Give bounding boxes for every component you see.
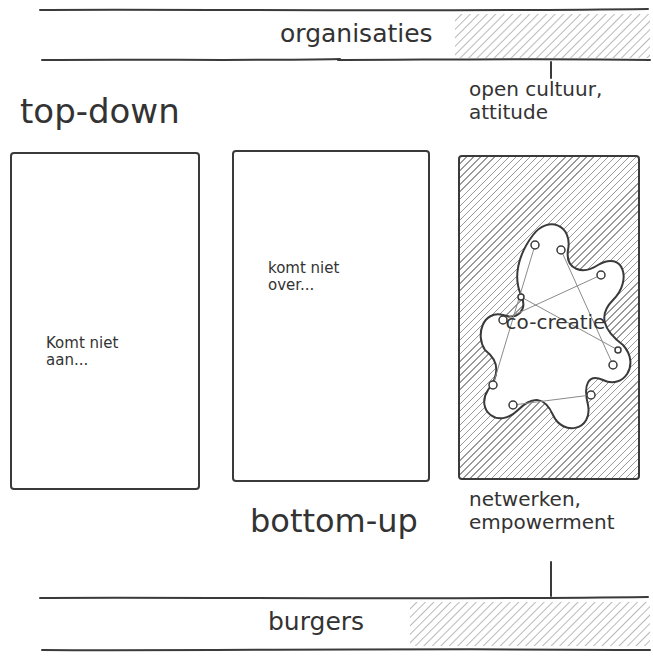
box-outline <box>10 152 200 490</box>
process-box: open cultuur, attitude netwerken, empower… <box>455 78 647 562</box>
node-label: top-down <box>20 92 200 131</box>
band: organisaties <box>40 8 650 62</box>
node-note: bottom-up <box>250 503 430 540</box>
blob-shape: co-creatie <box>473 215 638 440</box>
process-box: top-downKomt niet aan... <box>8 92 204 492</box>
node-label: organisaties <box>280 20 490 49</box>
leader-connector <box>550 562 552 596</box>
node-label: open cultuur, attitude <box>469 78 641 124</box>
hatched-area <box>410 602 650 646</box>
node-label: co-creatie <box>478 311 633 334</box>
box-outline <box>232 150 430 482</box>
band-lines <box>40 9 650 60</box>
node-note: netwerken, empowerment <box>469 488 639 534</box>
leader-connector <box>550 62 552 78</box>
node-label: burgers <box>268 608 428 637</box>
node-label: komt niet over... <box>268 260 378 295</box>
band: burgers <box>40 596 650 652</box>
hatched-area <box>455 14 650 58</box>
process-box: komt niet over... bottom-up <box>230 148 434 558</box>
node-note: Komt niet aan... <box>46 335 141 370</box>
band-lines <box>40 597 650 650</box>
